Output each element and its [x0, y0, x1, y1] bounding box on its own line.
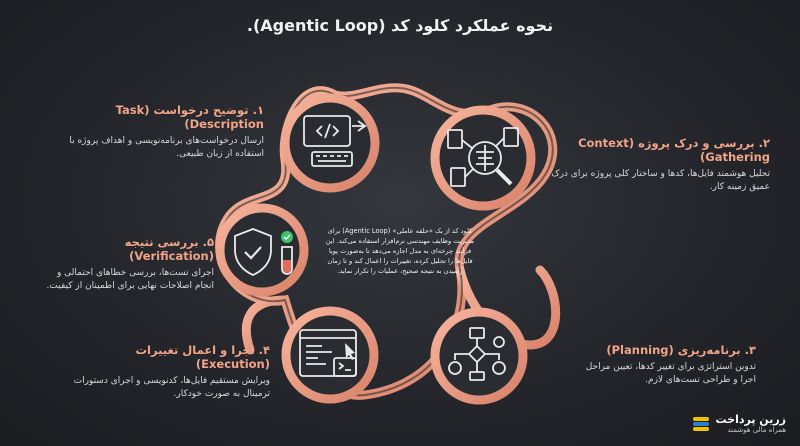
brand-mark-icon [692, 416, 709, 431]
step-planning: ۳. برنامه‌ریزی (Planning) تدوین استراتژی… [578, 343, 756, 387]
node-planning [430, 307, 528, 405]
brand-name: زرین پرداخت [715, 413, 787, 426]
flowchart-gears-icon [448, 327, 506, 381]
step-description: تدوین استراتژی برای تغییر کدها، تعیین مر… [585, 362, 756, 386]
step-verification: ۵. بررسی نتیجه (Verification) اجرای تست‌… [44, 235, 214, 293]
step-context-gathering: ۲. بررسی و درک پروژه (Context Gathering)… [548, 136, 770, 194]
step-description: تحلیل هوشمند فایل‌ها، کدها و ساختار کلی … [551, 169, 770, 193]
page-title: نحوه عملکرد کلود کد (Agentic Loop). [246, 16, 554, 35]
step-description: اجرای تست‌ها، بررسی خطاهای احتمالی و انج… [46, 268, 214, 292]
step-title: ۵. بررسی نتیجه (Verification) [124, 235, 214, 263]
brand-tagline: همراه مالی هوشمند [727, 426, 786, 434]
terminal-window-icon [299, 329, 357, 377]
step-execution: ۴. اجرا و اعمال تغییرات (Execution) ویرا… [60, 343, 270, 401]
node-task [280, 93, 380, 193]
step-task-description: ۱. توضیح درخواست (Task Description) ارسا… [69, 103, 264, 161]
step-description: ویرایش مستقیم فایل‌ها، کدنویسی و اجرای د… [73, 376, 270, 400]
brain-network-icon [447, 127, 519, 187]
test-tube-icon [281, 231, 293, 275]
brand-logo: زرین پرداخت همراه مالی هوشمند [692, 413, 787, 434]
step-title: ۱. توضیح درخواست (Task Description) [115, 103, 264, 131]
shield-check-icon [234, 228, 272, 276]
node-execution [281, 306, 379, 404]
step-title: ۳. برنامه‌ریزی (Planning) [606, 343, 756, 357]
step-title: ۲. بررسی و درک پروژه (Context Gathering) [578, 136, 770, 164]
center-description: کلود کد از یک «حلقه عاملی» (Agentic Loop… [325, 227, 475, 275]
step-description: ارسال درخواست‌های برنامه‌نویسی و اهداف پ… [69, 136, 264, 160]
computer-code-icon [303, 115, 367, 167]
step-title: ۴. اجرا و اعمال تغییرات (Execution) [135, 343, 270, 371]
